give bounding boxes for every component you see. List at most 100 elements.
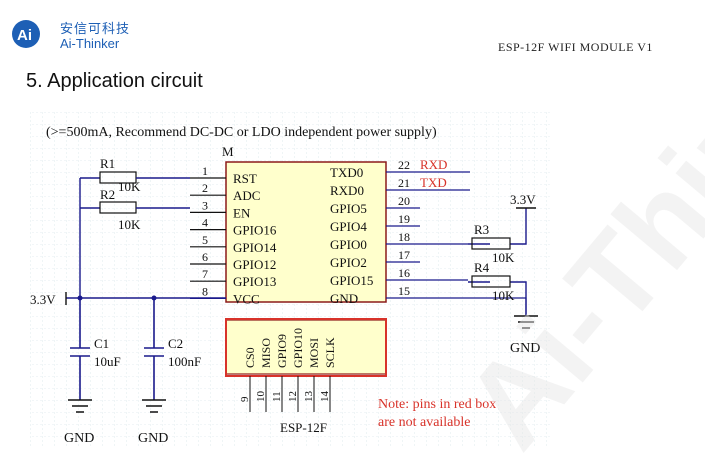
pin-name: GPIO2 [330,255,367,270]
gnd-symbol-c1 [68,399,92,413]
right-resistor-wires [468,208,527,316]
pin-name: GPIO16 [233,223,277,238]
pin-number: 17 [398,248,410,262]
pin-name: EN [233,205,251,220]
pin-number: 20 [398,194,410,208]
section-heading: 5. Application circuit [26,70,203,93]
bottom-pin-11: GPIO9 11 [271,334,289,412]
power-supply-note: (>=500mA, Recommend DC-DC or LDO indepen… [46,125,437,140]
pin-name: GPIO5 [330,201,367,216]
red-box-note-line2: are not available [378,415,471,430]
right-pin-17: GPIO2 17 [330,248,420,270]
bottom-pin-12: GPIO10 12 [287,328,305,412]
right-pin-15: GND 15 [330,284,420,306]
pin-name: GPIO12 [233,257,276,272]
vcc-left-label: 3.3V [30,292,56,307]
pin-name: GPIO9 [275,334,289,368]
c2-value: 100nF [168,354,201,369]
r3-value: 10K [492,250,515,265]
vcc-right-label: 3.3V [510,192,536,207]
pin-name: GPIO10 [291,328,305,368]
gnd-label-c1: GND [64,431,94,446]
pin-name: RXD0 [330,183,364,198]
pin-number: 10 [255,391,267,403]
unavailable-pins-red-box [225,318,387,377]
r4-value: 10K [492,288,515,303]
r4-ref: R4 [474,260,490,275]
pin-number: 11 [271,391,283,402]
pullup-wires [79,177,100,298]
red-box-note-line1: Note: pins in red box [378,397,496,412]
pin-number: 6 [202,250,208,264]
c1-value: 10uF [94,354,121,369]
pin-net-label: RXD [420,157,447,172]
pin-name: VCC [233,291,260,306]
right-pin-22: TXD0 22 RXD [330,157,470,180]
gnd-label-c2: GND [138,431,168,446]
application-circuit-schematic: (>=500mA, Recommend DC-DC or LDO indepen… [30,112,550,447]
pin-name: RST [233,171,257,186]
r1-ref: R1 [100,156,115,171]
pin-name: MISO [259,338,273,368]
r-wires [136,177,190,209]
pin-name: MOSI [307,338,321,368]
bottom-pin-9: CS0 9 [239,347,257,412]
pin-number: 18 [398,230,410,244]
pin-number: 5 [202,233,208,247]
ai-logo-icon: Ai [12,20,40,48]
pin-number: 8 [202,284,208,298]
pin-name: GPIO14 [233,240,277,255]
pin-number: 2 [202,181,208,195]
pin-number: 9 [239,396,251,402]
svg-text:Ai: Ai [17,27,32,44]
watermark-text: Ai-Thinker [439,0,705,466]
c1-capacitor [70,298,90,400]
pin-name: ADC [233,188,260,203]
right-pin-20: GPIO5 20 [330,194,420,216]
pin-number: 16 [398,266,410,280]
pin-number: 4 [202,216,208,230]
pin-number: 14 [319,391,331,403]
document-title: ESP-12F WIFI MODULE V1 [498,40,653,54]
section-number: 5. [26,70,43,92]
gnd-symbol-right [514,315,538,329]
pin-number: 12 [287,391,299,402]
pin-name: GPIO13 [233,274,276,289]
logo-chinese-name: 安信可科技 [60,22,131,37]
pin-name: CS0 [243,347,257,368]
right-pin-16: GPIO15 16 [330,266,468,288]
pin-number: 13 [303,391,315,403]
gnd-label-right: GND [510,341,540,356]
r2-value: 10K [118,217,141,232]
c2-capacitor [144,298,164,400]
bottom-pin-13: MOSI 13 [303,338,321,412]
logo-english-name: Ai-Thinker [60,36,120,51]
pin-name: GND [330,291,358,306]
section-title: Application circuit [47,70,203,92]
bottom-pin-14: SCLK 14 [319,337,337,412]
pin-name: SCLK [323,337,337,368]
pin-number: 7 [202,267,208,281]
pin-name: GPIO15 [330,273,373,288]
pin-number: 3 [202,198,208,212]
pin-net-label: TXD [420,175,447,190]
module-name-label: ESP-12F [280,420,327,435]
pin-number: 15 [398,284,410,298]
pin-number: 22 [398,158,410,172]
module-ref: M [222,144,234,159]
r3-resistor [471,237,511,250]
module-body [225,161,387,303]
pin-name: TXD0 [330,165,363,180]
pin-name: GPIO4 [330,219,367,234]
